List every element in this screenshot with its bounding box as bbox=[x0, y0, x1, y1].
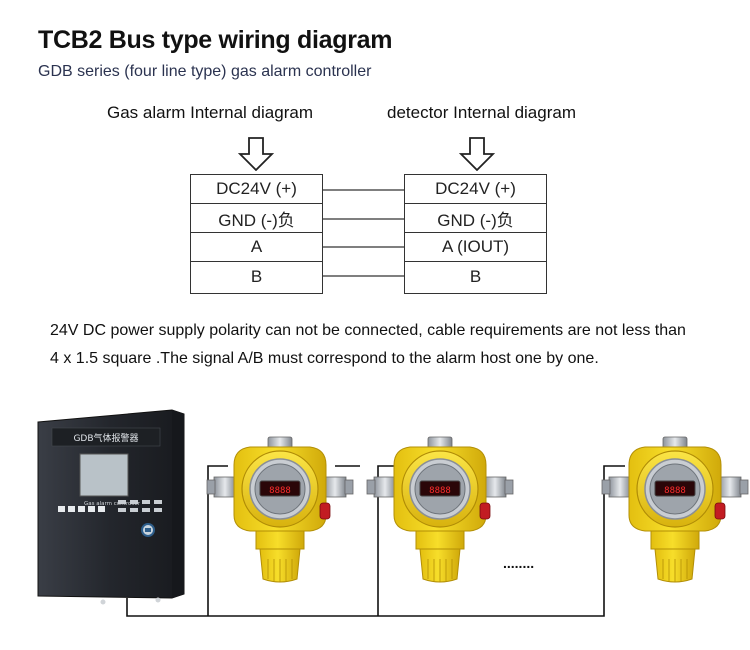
terminal-row: GND (-)负 bbox=[405, 204, 546, 233]
controller-terminal-table: DC24V (+) GND (-)负 A B bbox=[190, 174, 323, 294]
down-arrow-icon bbox=[238, 137, 274, 171]
note-line: 24V DC power supply polarity can not be … bbox=[50, 322, 686, 339]
detector-display: 8888 bbox=[269, 486, 291, 496]
detector-display: 8888 bbox=[429, 486, 451, 496]
gas-alarm-controller: GDB气体报警器 Gas alarm controller bbox=[37, 409, 185, 605]
detector-caption: detector Internal diagram bbox=[387, 103, 576, 122]
note-line: 4 x 1.5 square .The signal A/B must corr… bbox=[50, 350, 599, 367]
detector-display: 8888 bbox=[664, 486, 686, 496]
more-detectors-ellipsis: ........ bbox=[503, 555, 534, 571]
controller-panel-text: GDB气体报警器 bbox=[73, 432, 138, 444]
terminal-row: DC24V (+) bbox=[191, 175, 322, 204]
gas-detector-1: 8888 bbox=[206, 436, 354, 583]
detector-terminal-table: DC24V (+) GND (-)负 A (IOUT) B bbox=[404, 174, 547, 294]
gas-detector-3: 8888 bbox=[601, 436, 749, 583]
terminal-row: GND (-)负 bbox=[191, 204, 322, 233]
down-arrow-icon bbox=[459, 137, 495, 171]
terminal-connection-lines bbox=[323, 189, 404, 277]
page-title: TCB2 Bus type wiring diagram bbox=[38, 26, 393, 54]
wiring-note: 24V DC power supply polarity can not be … bbox=[50, 317, 740, 373]
terminal-row: A bbox=[191, 233, 322, 262]
gas-detector-2: 8888 bbox=[366, 436, 514, 583]
bus-wire bbox=[126, 465, 625, 617]
terminal-row: B bbox=[469, 266, 482, 286]
terminal-row: DC24V (+) bbox=[405, 175, 546, 204]
page-subtitle: GDB series (four line type) gas alarm co… bbox=[38, 63, 372, 80]
terminal-row: A (IOUT) bbox=[405, 233, 546, 262]
controller-caption: Gas alarm Internal diagram bbox=[107, 103, 313, 122]
terminal-row: B bbox=[250, 266, 263, 286]
controller-label: Gas alarm controller bbox=[84, 501, 141, 507]
